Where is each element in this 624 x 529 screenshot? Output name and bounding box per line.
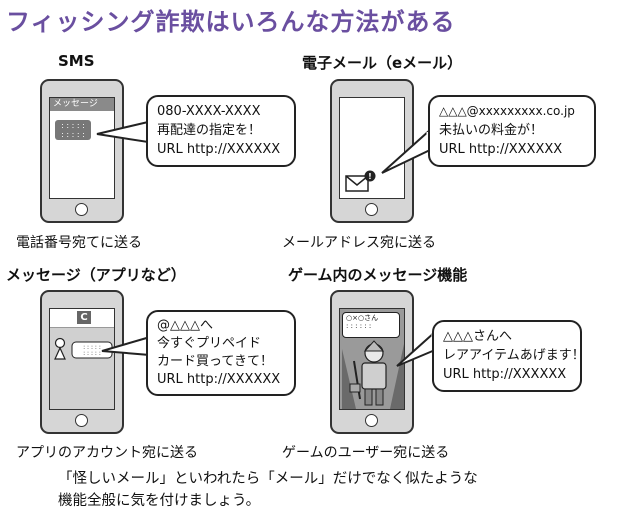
sms-heading: SMS (58, 52, 95, 70)
avatar-chat-icon: : : : : : : : : : : (54, 337, 113, 360)
app-speech-bubble: @△△△へ 今すぐプリペイド カード買ってきて！ URL http://XXXX… (146, 310, 296, 396)
email-caption: メールアドレス宛に送る (282, 235, 436, 251)
game-bubble-tail (396, 329, 436, 367)
sms-bubble-tail (96, 120, 149, 144)
sms-bubble-line: 再配達の指定を！ (157, 123, 262, 138)
game-character-icon (342, 340, 404, 409)
home-button (75, 203, 88, 216)
in-game-sender: ○×○さん (346, 314, 379, 322)
game-bubble-line: レアアイテムあげます！ (443, 348, 585, 363)
sms-screen: メッセージ : : : : :: : : : : (49, 97, 115, 199)
svg-text:: : : : :: : : : : : (83, 350, 101, 357)
email-speech-bubble: △△△@xxxxxxxxx.co.jp 未払いの料金が！ URL http://… (428, 95, 596, 167)
app-screen-header: C (50, 309, 114, 328)
app-heading: メッセージ（アプリなど） (6, 266, 186, 284)
game-heading: ゲーム内のメッセージ機能 (288, 266, 468, 284)
app-bubble-tail (101, 335, 151, 357)
email-bubble-line: △△△@xxxxxxxxx.co.jp (439, 104, 575, 118)
game-bubble-line: △△△さんへ (443, 329, 512, 344)
email-screen: ! (339, 97, 405, 199)
app-bubble-line: URL http://XXXXXX (157, 372, 281, 387)
app-caption: アプリのアカウント宛に送る (16, 445, 198, 461)
app-phone: C : : : : : : : : : : (40, 290, 124, 434)
email-phone: ! (330, 79, 414, 223)
footer-line: 「怪しいメール」といわれたら「メール」だけでなく似たような (58, 471, 478, 487)
home-button (75, 414, 88, 427)
app-bubble-line: @△△△へ (157, 318, 213, 333)
notification-badge: ! (368, 172, 372, 181)
envelope-icon: ! (345, 170, 376, 192)
game-screen: ○×○さん: : : : : : (339, 308, 405, 410)
svg-text:: : : : :: : : : : : (83, 344, 101, 351)
footer-line: 機能全般に気を付けましょう。 (58, 493, 261, 509)
in-game-chat-bubble: ○×○さん: : : : : : (342, 312, 400, 338)
sms-caption: 電話番号宛てに送る (16, 235, 142, 251)
page-title: フィッシング詐欺はいろんな方法がある (6, 8, 456, 36)
sms-phone: メッセージ : : : : :: : : : : (40, 79, 124, 223)
email-heading: 電子メール（eメール） (302, 54, 463, 72)
game-phone: ○×○さん: : : : : : (330, 290, 414, 434)
email-bubble-tail (381, 127, 431, 174)
footer-note: 「怪しいメール」といわれたら「メール」だけでなく似たような 機能全般に気を付けま… (58, 468, 478, 512)
app-bubble-line: 今すぐプリペイド (157, 336, 262, 351)
sms-bubble-line: 080-XXXX-XXXX (157, 104, 261, 119)
game-caption: ゲームのユーザー宛に送る (282, 445, 450, 461)
game-speech-bubble: △△△さんへ レアアイテムあげます！ URL http://XXXXXX (432, 320, 585, 392)
game-bubble-line: URL http://XXXXXX (443, 367, 567, 382)
sms-screen-header: メッセージ (50, 98, 114, 111)
app-bubble-line: カード買ってきて！ (157, 354, 273, 369)
home-button (365, 414, 378, 427)
app-logo-icon: C (77, 311, 91, 324)
email-bubble-line: URL http://XXXXXX (439, 142, 563, 157)
sms-message-icon: : : : : :: : : : : (55, 120, 91, 140)
email-bubble-line: 未払いの料金が！ (439, 123, 544, 138)
app-screen: C : : : : : : : : : : (49, 308, 115, 410)
home-button (365, 203, 378, 216)
sms-bubble-line: URL http://XXXXXX (157, 142, 281, 157)
sms-speech-bubble: 080-XXXX-XXXX 再配達の指定を！ URL http://XXXXXX (146, 95, 296, 167)
